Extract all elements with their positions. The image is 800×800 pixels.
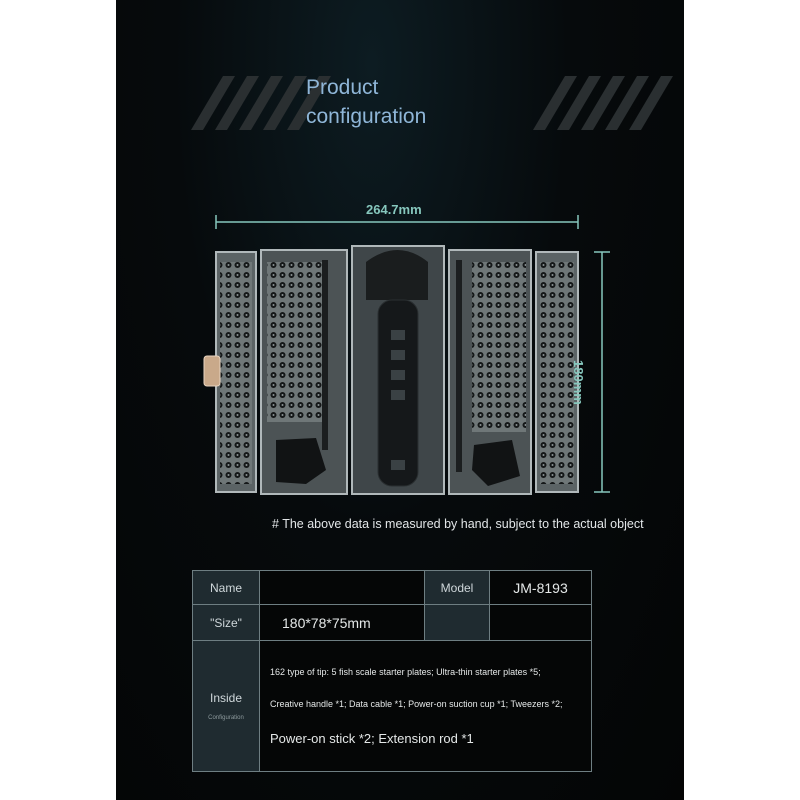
product-config-panel: Product configuration	[116, 0, 684, 800]
measurement-note: # The above data is measured by hand, su…	[272, 517, 644, 531]
title-line-1: Product	[306, 76, 379, 99]
inside-label: Inside	[209, 691, 243, 705]
inside-label-cell: Inside Configuration	[192, 640, 260, 772]
screwdriver-kit-illustration	[203, 215, 610, 495]
model-value-cell: JM-8193	[489, 570, 592, 605]
table-row: Name Model JM-8193	[192, 570, 592, 605]
title-line-2: configuration	[306, 105, 427, 128]
inside-line-1: 162 type of tip: 5 fish scale starter pl…	[270, 666, 541, 677]
table-row: Inside Configuration 162 type of tip: 5 …	[192, 640, 592, 772]
inside-value-cell: 162 type of tip: 5 fish scale starter pl…	[259, 640, 592, 772]
page-title: Product configuration	[306, 73, 426, 131]
model-label-cell: Model	[424, 570, 490, 605]
width-dimension-line	[215, 215, 579, 229]
size-label-cell: "Size"	[192, 604, 260, 641]
size-value-cell: 180*78*75mm	[259, 604, 425, 641]
inside-line-3: Power-on stick *2; Extension rod *1	[270, 730, 474, 746]
empty-label-cell	[424, 604, 490, 641]
clasp	[203, 355, 221, 387]
name-value-cell	[259, 570, 425, 605]
height-dimension-line	[594, 251, 610, 493]
spec-table: Name Model JM-8193 "Size" 180*78*75mm In…	[192, 570, 592, 772]
height-label: 180mm	[571, 360, 586, 405]
empty-value-cell	[489, 604, 592, 641]
inside-sublabel: Configuration	[208, 715, 244, 721]
inside-line-2: Creative handle *1; Data cable *1; Power…	[270, 698, 563, 709]
table-row: "Size" 180*78*75mm	[192, 604, 592, 641]
width-label: 264.7mm	[366, 202, 422, 217]
name-label-cell: Name	[192, 570, 260, 605]
decorative-stripes	[191, 76, 673, 130]
